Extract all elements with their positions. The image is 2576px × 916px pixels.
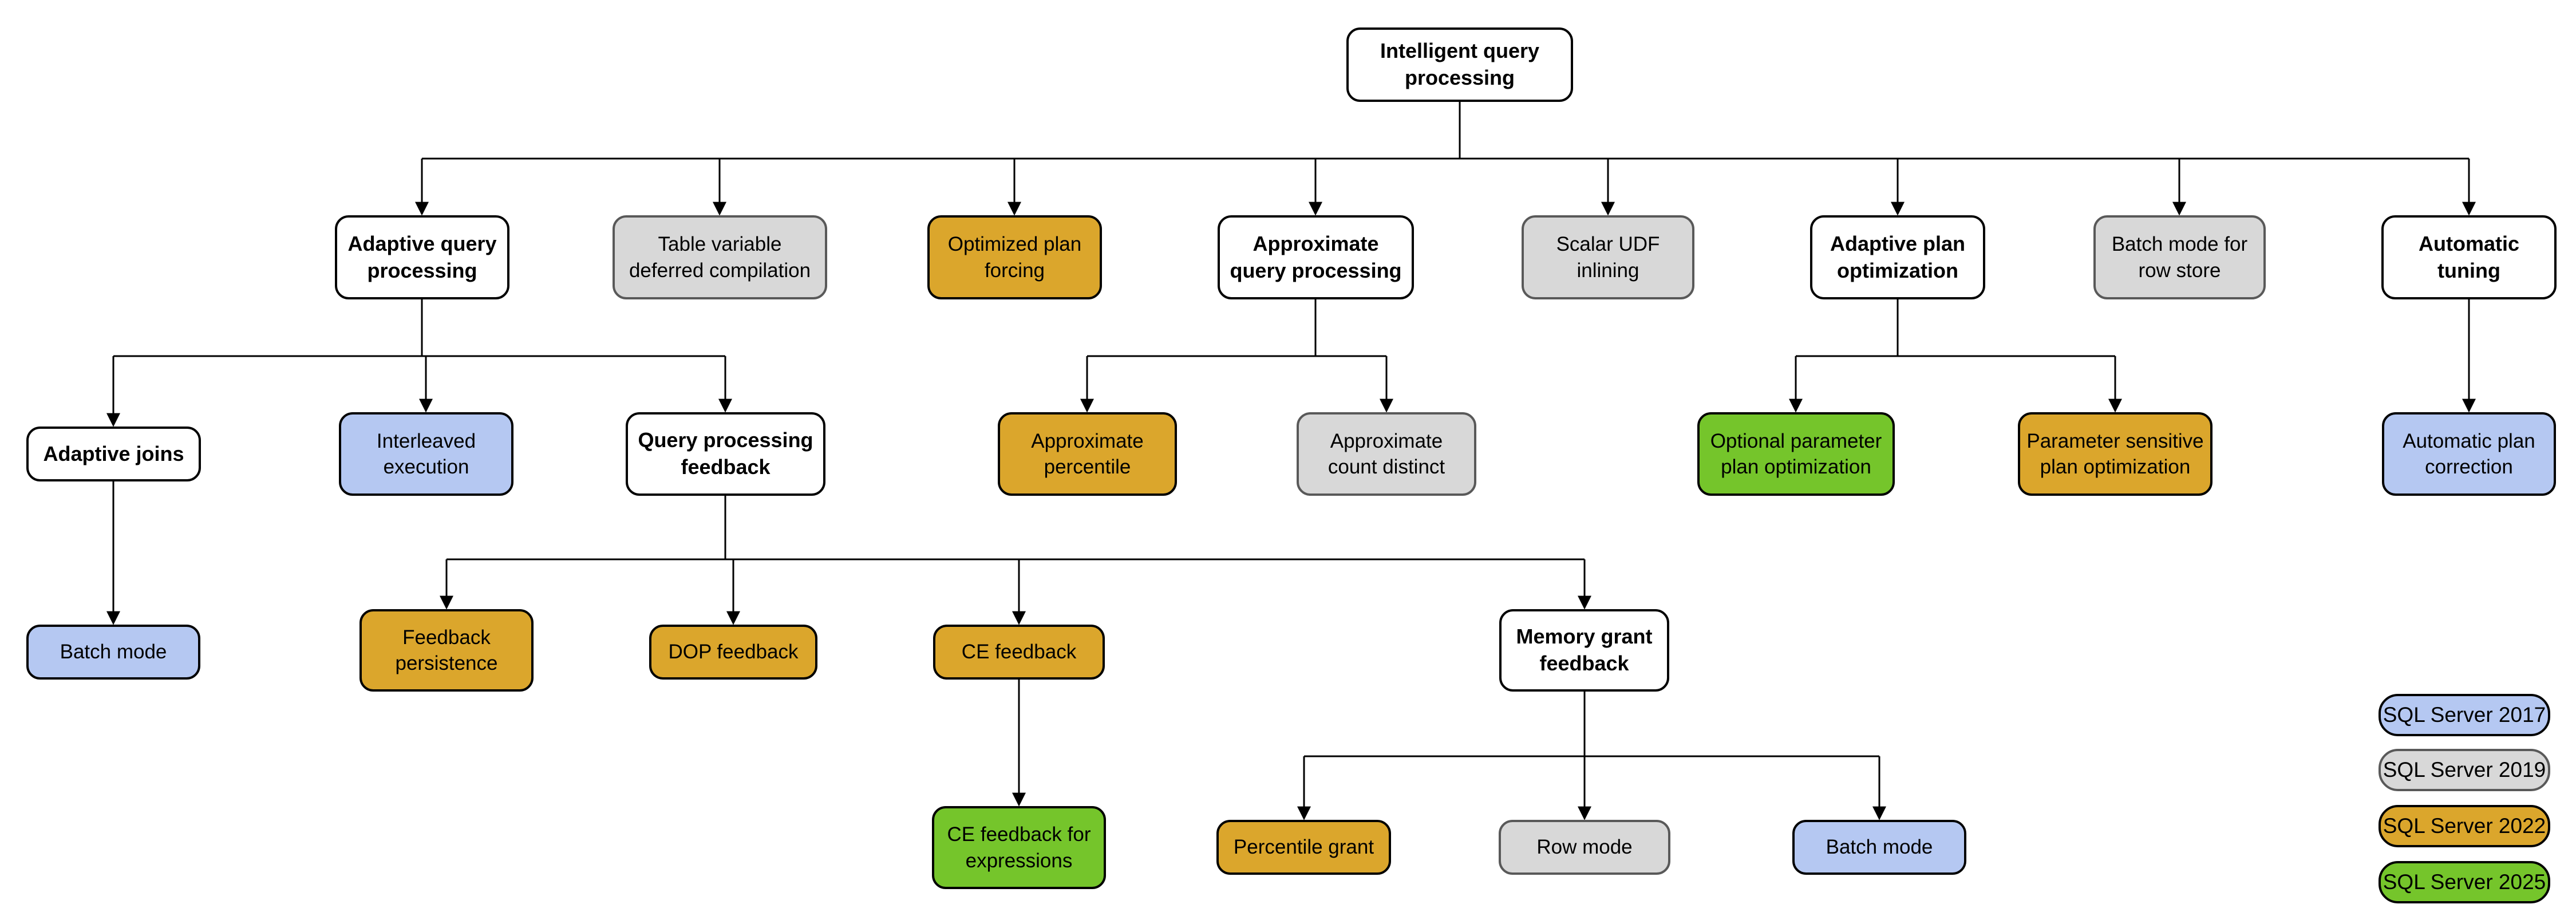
node-dop-feedback: DOP feedback bbox=[649, 625, 817, 680]
node-adaptive-plan-optimization: Adaptive plan optimization bbox=[1810, 215, 1985, 299]
connector-buses bbox=[113, 102, 2469, 757]
legend-sql-server-2019: SQL Server 2019 bbox=[2379, 749, 2550, 791]
node-row-mode: Row mode bbox=[1499, 820, 1670, 875]
node-approximate-count-distinct: Approximate count distinct bbox=[1297, 412, 1476, 496]
node-memory-grant-feedback: Memory grant feedback bbox=[1499, 609, 1669, 692]
node-intelligent-query-processing: Intelligent query processing bbox=[1346, 27, 1573, 102]
node-batch-mode-memory-grant: Batch mode bbox=[1792, 820, 1966, 875]
node-percentile-grant: Percentile grant bbox=[1216, 820, 1391, 875]
node-approximate-query-processing: Approximate query processing bbox=[1218, 215, 1414, 299]
node-optional-parameter-plan-optimization: Optional parameter plan optimization bbox=[1697, 412, 1895, 496]
node-ce-feedback-for-expressions: CE feedback for expressions bbox=[932, 806, 1106, 889]
node-automatic-tuning: Automatic tuning bbox=[2381, 215, 2557, 299]
legend-sql-server-2017: SQL Server 2017 bbox=[2379, 694, 2550, 736]
node-scalar-udf-inlining: Scalar UDF inlining bbox=[1522, 215, 1694, 299]
node-adaptive-query-processing: Adaptive query processing bbox=[335, 215, 509, 299]
node-feedback-persistence: Feedback persistence bbox=[359, 609, 534, 692]
node-table-variable-deferred-compilation: Table variable deferred compilation bbox=[613, 215, 827, 299]
node-adaptive-joins: Adaptive joins bbox=[26, 427, 201, 481]
legend-sql-server-2022: SQL Server 2022 bbox=[2379, 805, 2550, 847]
node-approximate-percentile: Approximate percentile bbox=[998, 412, 1177, 496]
node-batch-mode-adaptive-joins: Batch mode bbox=[26, 625, 200, 680]
node-automatic-plan-correction: Automatic plan correction bbox=[2382, 412, 2556, 496]
legend-sql-server-2025: SQL Server 2025 bbox=[2379, 861, 2550, 903]
node-interleaved-execution: Interleaved execution bbox=[339, 412, 513, 496]
connector-arrows bbox=[106, 159, 2476, 820]
node-ce-feedback: CE feedback bbox=[933, 625, 1105, 680]
node-query-processing-feedback: Query processing feedback bbox=[626, 412, 825, 496]
node-batch-mode-for-row-store: Batch mode for row store bbox=[2093, 215, 2266, 299]
node-parameter-sensitive-plan-optimization: Parameter sensitive plan optimization bbox=[2018, 412, 2212, 496]
node-optimized-plan-forcing: Optimized plan forcing bbox=[927, 215, 1102, 299]
